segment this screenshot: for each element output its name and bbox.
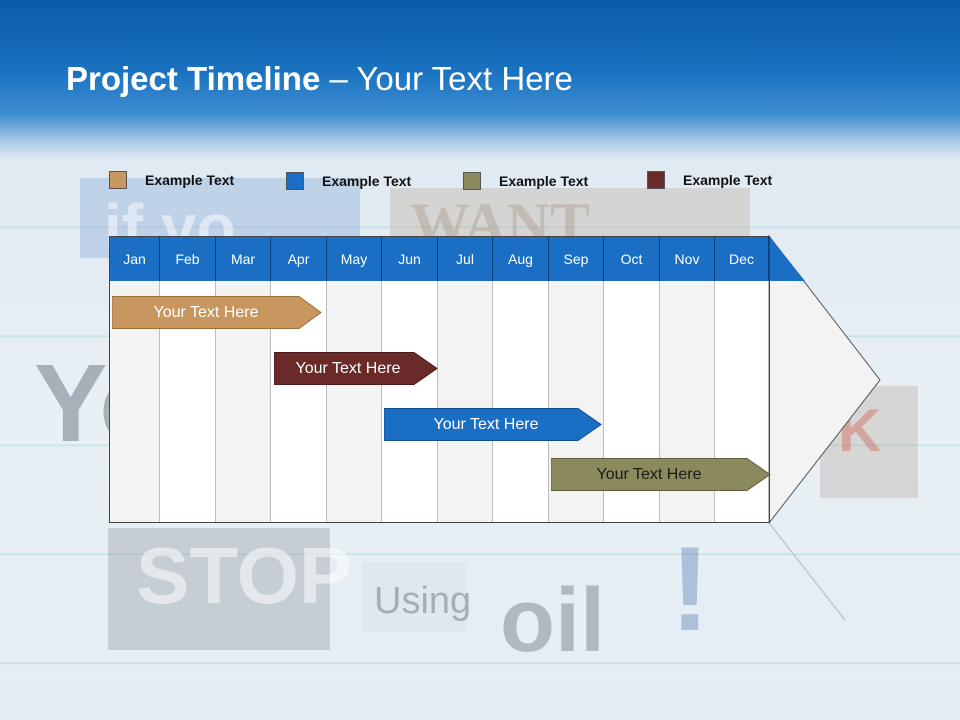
task-arrow-1[interactable]: Your Text Here (112, 296, 322, 329)
legend-item-1: Example Text (109, 171, 234, 189)
collage-word-6: Using (374, 580, 472, 622)
collage-word-8: ! (670, 522, 710, 656)
month-header: Jan Feb Mar Apr May Jun Jul Aug Sep Oct … (110, 237, 769, 281)
task-arrow-shape (551, 458, 771, 491)
legend-swatch-1 (109, 171, 127, 189)
task-label-3: Your Text Here (433, 415, 539, 433)
slide-title-rest: – Your Text Here (320, 60, 573, 97)
legend-label-1: Example Text (145, 172, 235, 188)
collage-word-7: oil (500, 571, 605, 671)
month-nov: Nov (660, 237, 715, 281)
legend-swatch-2 (286, 172, 304, 190)
legend-item-4: Example Text (647, 171, 772, 189)
task-label-2: Your Text Here (295, 359, 401, 377)
task-arrow-2[interactable]: Your Text Here (274, 352, 438, 385)
month-mar: Mar (216, 237, 271, 281)
legend-label-2: Example Text (322, 173, 412, 189)
month-jun: Jun (382, 237, 438, 281)
task-arrow-3[interactable]: Your Text Here (384, 408, 602, 441)
slide-title: Project Timeline – Your Text Here (66, 60, 573, 98)
month-aug: Aug (493, 237, 549, 281)
task-arrow-shape (274, 352, 438, 385)
collage-word-5: STOP (136, 531, 353, 620)
task-label-1: Your Text Here (153, 303, 259, 321)
month-sep: Sep (549, 237, 604, 281)
month-apr: Apr (271, 237, 327, 281)
task-arrow-4[interactable]: Your Text Here (551, 458, 771, 491)
month-column (160, 237, 216, 522)
legend-label-4: Example Text (683, 172, 773, 188)
legend-label-3: Example Text (499, 173, 589, 189)
legend-swatch-3 (463, 172, 481, 190)
task-label-4: Your Text Here (596, 465, 702, 483)
month-column (660, 237, 715, 522)
month-column (493, 237, 549, 522)
collage-block-4 (108, 528, 330, 650)
month-oct: Oct (604, 237, 660, 281)
task-arrow-shape (112, 296, 322, 329)
collage-block-5 (362, 562, 467, 632)
month-column (438, 237, 493, 522)
month-dec: Dec (715, 237, 769, 281)
slide-header (0, 0, 960, 160)
slide-title-bold: Project Timeline (66, 60, 321, 97)
month-column (549, 237, 604, 522)
month-column (110, 237, 160, 522)
legend-item-3: Example Text (463, 172, 588, 190)
month-feb: Feb (160, 237, 216, 281)
legend-swatch-4 (647, 171, 665, 189)
month-column (216, 237, 271, 522)
task-arrow-shape (384, 408, 602, 441)
legend-item-2: Example Text (286, 172, 411, 190)
month-may: May (327, 237, 382, 281)
month-jul: Jul (438, 237, 493, 281)
month-jan: Jan (110, 237, 160, 281)
